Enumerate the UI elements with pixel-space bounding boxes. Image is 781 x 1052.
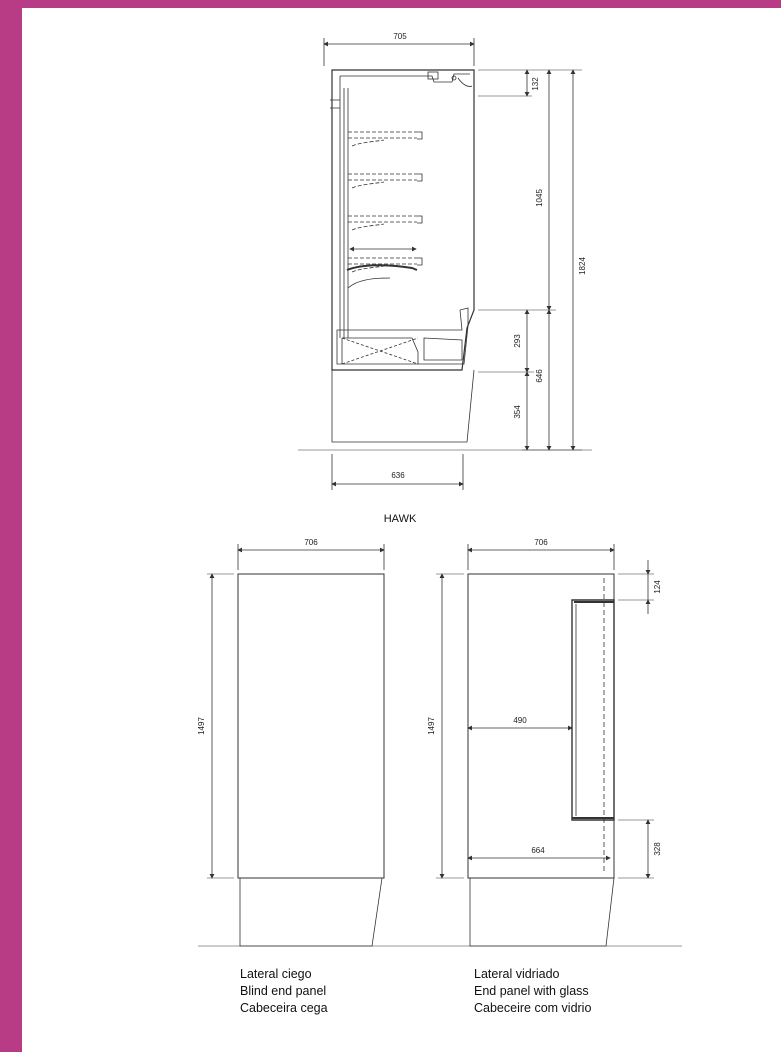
glass-bottom-height-dim: 328	[653, 842, 662, 856]
blind-height-dim: 1497	[197, 717, 206, 735]
inner-top	[340, 73, 470, 83]
glass-inset-dim: 490	[513, 716, 527, 725]
glass-top-offset-dim: 124	[653, 580, 662, 594]
dim-base-width: 636	[391, 471, 405, 480]
dim-lower-section: 293	[513, 334, 522, 348]
shelves	[348, 131, 417, 273]
dim-plinth: 354	[513, 405, 522, 419]
shelf-edges	[346, 131, 423, 289]
air-curtain	[457, 77, 473, 87]
caption-line: End panel with glass	[474, 984, 589, 998]
technical-drawing: 705 636 132 1045 1824 293 646 354 HAWK	[197, 32, 682, 947]
dim-top-width: 705	[393, 32, 407, 41]
blind-plinth	[239, 877, 383, 947]
blind-panel-caption: Lateral ciego Blind end panel Cabeceira …	[240, 966, 328, 1017]
base-tub	[336, 307, 469, 365]
glass-end-panel-drawing	[436, 544, 654, 947]
caption-line: Cabeceira cega	[240, 1001, 328, 1015]
cabinet-outline	[331, 69, 475, 371]
glass-width-dim: 706	[534, 538, 548, 547]
blind-width-dim: 706	[304, 538, 318, 547]
glass-window	[571, 599, 615, 821]
plinth	[331, 369, 475, 443]
caption-line: Cabeceire com vidrio	[474, 1001, 592, 1015]
glass-panel-caption: Lateral vidriado End panel with glass Ca…	[474, 966, 591, 1017]
caption-line: Blind end panel	[240, 984, 327, 998]
glass-bottom-width-dim: 664	[531, 846, 545, 855]
side-section-view	[298, 38, 592, 490]
dim-overall-height: 1824	[578, 257, 587, 275]
drawing-sheet: 705 636 132 1045 1824 293 646 354 HAWK	[22, 8, 781, 1052]
glass-panel	[467, 573, 615, 879]
dim-top-gap: 132	[531, 77, 540, 91]
model-title: HAWK	[384, 513, 417, 525]
caption-line: Lateral vidriado	[474, 967, 560, 981]
glass-plinth	[469, 877, 615, 947]
blind-panel	[237, 573, 385, 879]
blind-end-panel-drawing	[198, 544, 682, 947]
dim-base-height: 646	[535, 369, 544, 383]
glass-height-dim: 1497	[427, 717, 436, 735]
dim-upper-section: 1045	[535, 189, 544, 207]
caption-line: Lateral ciego	[240, 967, 312, 981]
